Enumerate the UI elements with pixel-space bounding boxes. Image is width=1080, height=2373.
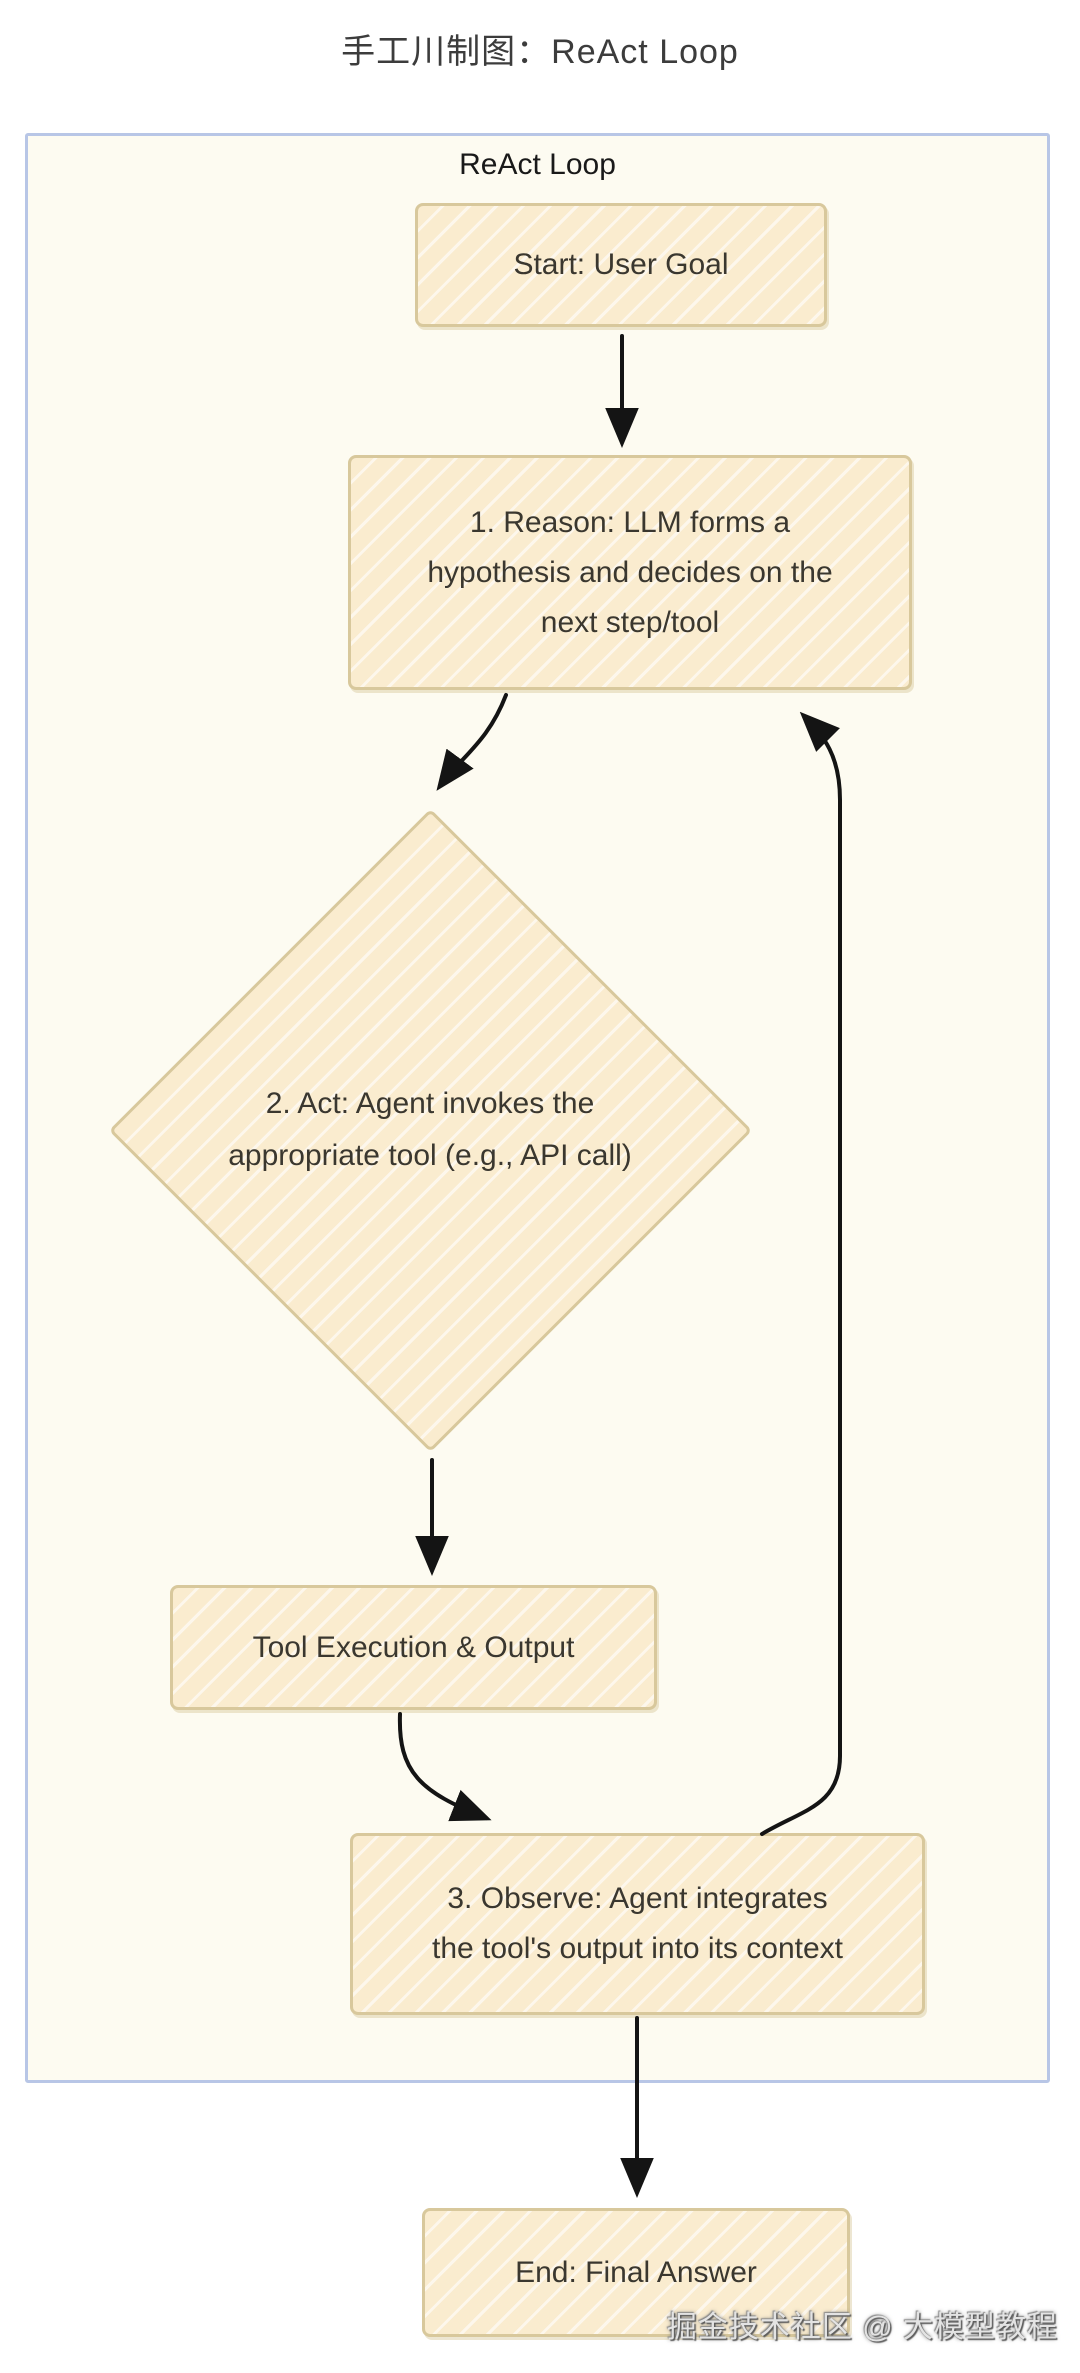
node-tool-execution-label: Tool Execution & Output: [252, 1630, 575, 1664]
node-tool-execution: Tool Execution & Output: [170, 1585, 657, 1710]
node-reason-label: 1. Reason: LLM forms a hypothesis and de…: [427, 505, 833, 639]
node-end-label: End: Final Answer: [515, 2255, 757, 2289]
node-start: Start: User Goal: [415, 203, 827, 327]
page-title: 手工川制图：ReAct Loop: [341, 33, 739, 71]
watermark: 掘金技术社区 @ 大模型教程: [666, 2311, 1058, 2344]
node-act-label: 2. Act: Agent invokes the appropriate to…: [228, 1087, 632, 1172]
node-observe-label: 3. Observe: Agent integrates the tool's …: [432, 1882, 843, 1965]
node-start-label: Start: User Goal: [513, 248, 729, 281]
container-label: ReAct Loop: [459, 148, 616, 181]
node-observe: 3. Observe: Agent integrates the tool's …: [350, 1833, 925, 2015]
node-end: End: Final Answer: [422, 2208, 850, 2337]
node-reason: 1. Reason: LLM forms a hypothesis and de…: [348, 455, 912, 690]
